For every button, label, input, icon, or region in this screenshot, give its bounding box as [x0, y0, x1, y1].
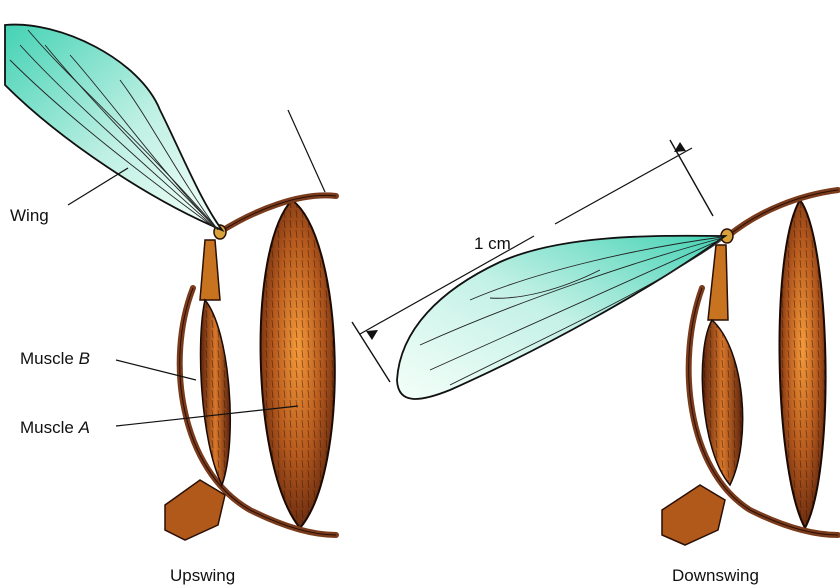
wing-leader-line — [68, 168, 128, 205]
muscle-a-left — [261, 200, 335, 528]
wing-label: Wing — [10, 206, 49, 225]
muscle-a-right — [780, 200, 826, 528]
muscle-b-leader-line — [116, 360, 196, 380]
leg-joint-left — [165, 480, 225, 540]
downswing-caption: Downswing — [672, 566, 759, 585]
scale-label: 1 cm — [474, 234, 511, 253]
downswing-panel: 1 cm Downswing — [352, 140, 838, 585]
wing-hinge-right — [708, 245, 728, 320]
wing-right — [397, 236, 725, 399]
wing-left — [5, 25, 222, 230]
exoskeleton-top-right — [728, 190, 838, 236]
wing-hinge-left — [200, 240, 220, 300]
muscle-a-label: Muscle A — [20, 418, 90, 437]
upswing-panel: Wing Muscle B Muscle A Upswing — [5, 25, 336, 585]
leg-joint-right — [662, 485, 725, 545]
muscle-b-label: Muscle B — [20, 349, 90, 368]
upswing-caption: Upswing — [170, 566, 235, 585]
muscle-b-left — [201, 300, 231, 485]
